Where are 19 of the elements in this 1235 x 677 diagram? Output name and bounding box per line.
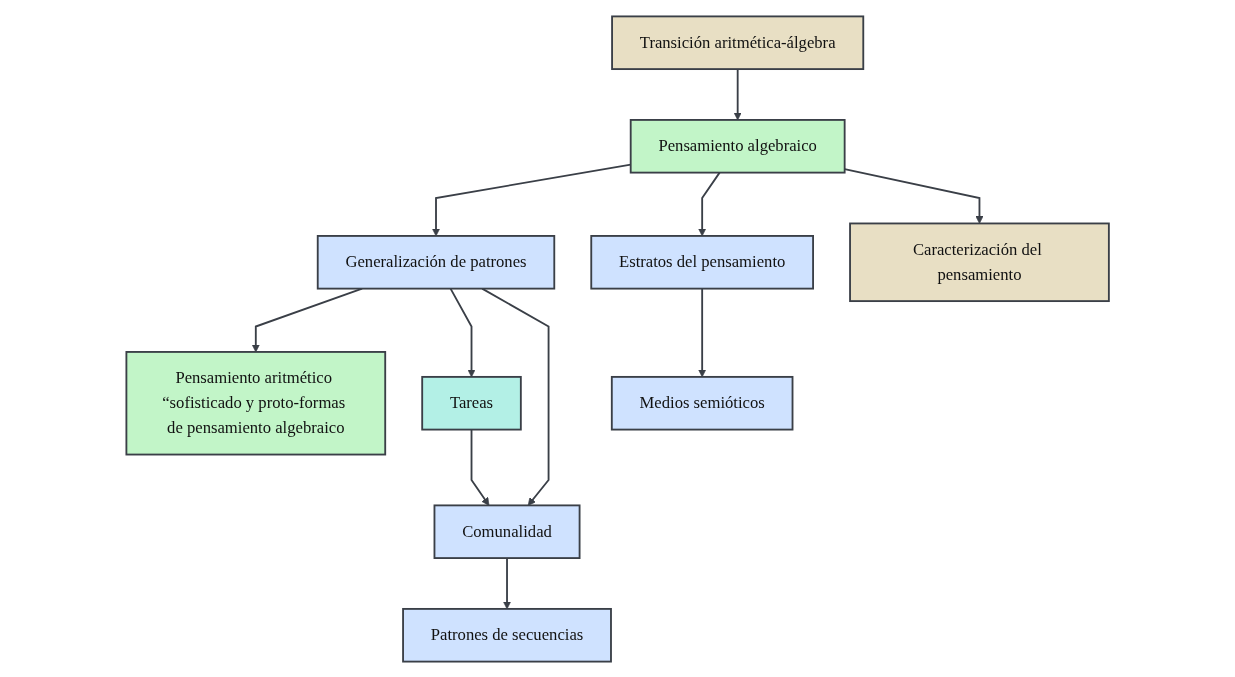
node-box: Transición aritmética-álgebra	[611, 14, 865, 70]
arrow	[843, 167, 984, 224]
node-box: Medios semióticos	[610, 375, 794, 430]
node-box: Tareas	[421, 375, 522, 430]
node-box: Generalización de patrones	[316, 234, 556, 290]
arrow	[481, 287, 550, 506]
node-box: Estratos del pensamiento	[590, 234, 814, 290]
node-box: Pensamiento aritmético “sofisticado y proto-formas de pensamiento algebraico	[125, 350, 386, 455]
arrow	[697, 287, 707, 377]
arrow	[251, 287, 363, 352]
arrow	[470, 428, 490, 506]
node-box: Comunalidad	[433, 503, 581, 559]
arrow	[733, 67, 742, 120]
node-box: Patrones de secuencias	[402, 607, 612, 663]
node-box: Pensamiento algebraico	[629, 118, 846, 174]
arrow	[697, 171, 721, 236]
arrow	[449, 287, 476, 377]
arrow	[502, 556, 511, 609]
node-box: Caracterización del pensamiento	[849, 222, 1110, 302]
